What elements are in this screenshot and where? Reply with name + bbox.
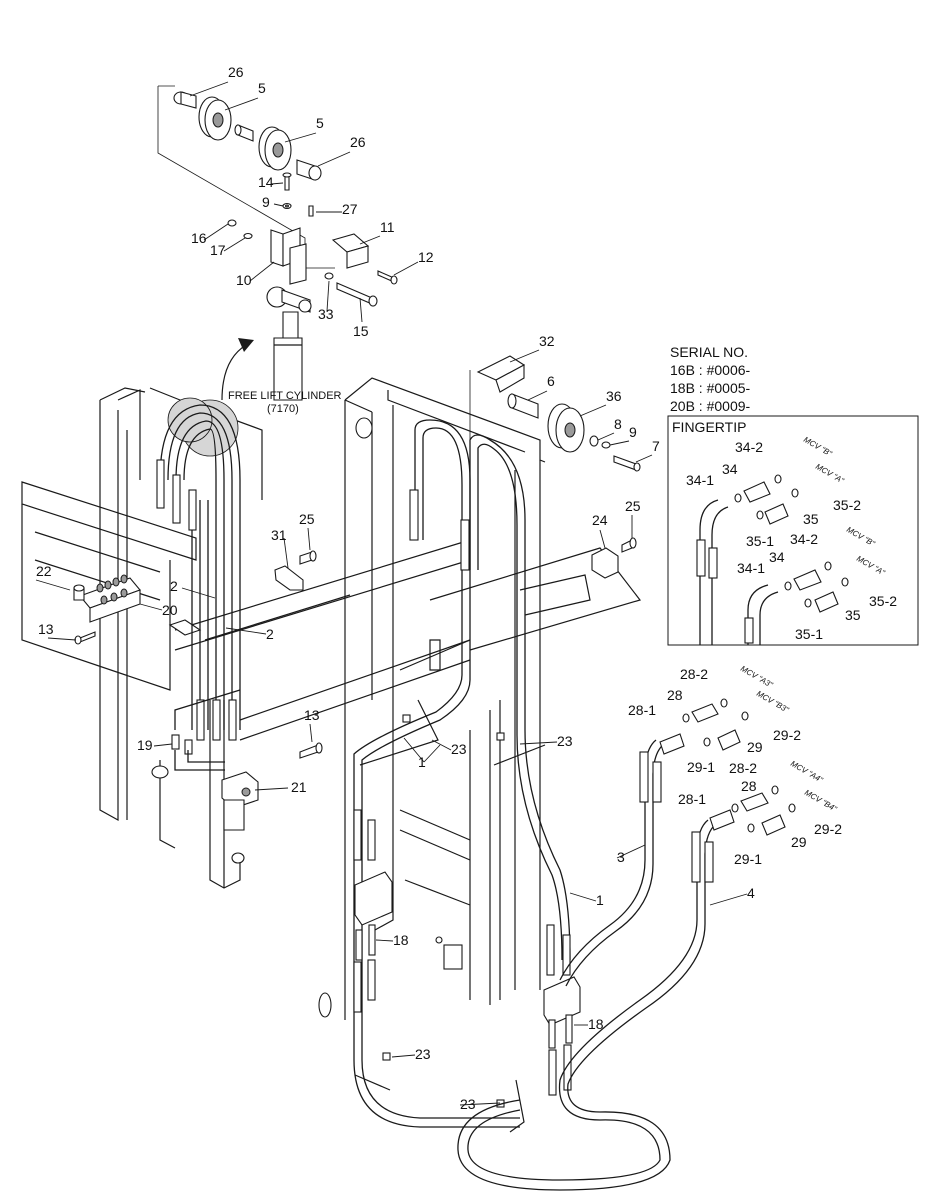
callout-c31: 31 <box>271 527 287 543</box>
mcv-label-m7: MCV "A4" <box>789 759 825 785</box>
fittings-28-29 <box>659 698 796 836</box>
serial-line-1: 16B : #0006- <box>670 362 751 378</box>
callout-c9b: 9 <box>629 424 637 440</box>
callout-c2b: 2 <box>266 626 274 642</box>
free-lift-label: FREE LIFT CYLINDER (7170) <box>228 390 342 415</box>
callout-c5b: 5 <box>316 115 324 131</box>
callout-c29-2b: 29-2 <box>814 821 842 837</box>
callout-c17: 17 <box>210 242 226 258</box>
callout-c28-1a: 28-1 <box>628 702 656 718</box>
callout-c14: 14 <box>258 174 274 190</box>
mcv-label-m6: MCV "B3" <box>755 689 791 715</box>
callout-c27: 27 <box>342 201 358 217</box>
mcv-label-m8: MCV "B4" <box>803 788 839 814</box>
callout-c35a: 35 <box>803 511 819 527</box>
left-mast-section <box>21 387 471 889</box>
callout-c2a: 2 <box>170 578 178 594</box>
callout-c34a: 34 <box>722 461 738 477</box>
callout-c18a: 18 <box>393 932 409 948</box>
callout-c16: 16 <box>191 230 207 246</box>
serial-number-block: SERIAL NO. 16B : #0006- 18B : #0005- 20B… <box>670 344 751 435</box>
callout-c11: 11 <box>380 219 395 235</box>
callout-c28-2a: 28-2 <box>680 666 708 682</box>
serial-line-2: 18B : #0005- <box>670 380 751 396</box>
hoses-3-4 <box>457 739 717 1191</box>
callout-c22: 22 <box>36 563 52 579</box>
callout-c21: 21 <box>291 779 307 795</box>
callout-c35b: 35 <box>845 607 861 623</box>
callout-c29a: 29 <box>747 739 763 755</box>
callout-c4: 4 <box>747 885 755 901</box>
callout-c33: 33 <box>318 306 334 322</box>
callout-c25b: 25 <box>625 498 641 514</box>
mcv-label-m5: MCV "A3" <box>739 664 775 690</box>
callout-c10: 10 <box>236 272 252 288</box>
callout-c7: 7 <box>652 438 660 454</box>
free-lift-sheave-assembly <box>157 85 398 401</box>
callout-c29-2a: 29-2 <box>773 727 801 743</box>
callout-c25a: 25 <box>299 511 315 527</box>
callout-c13a: 13 <box>38 621 54 637</box>
callout-c1b: 1 <box>596 892 604 908</box>
serial-line-3: 20B : #0009- <box>670 398 751 414</box>
manifold-fittings <box>96 574 128 605</box>
callout-c35-2a: 35-2 <box>833 497 861 513</box>
callout-c3: 3 <box>617 849 625 865</box>
free-lift-cylinder-title: FREE LIFT CYLINDER <box>228 390 342 402</box>
callout-c34-2a: 34-2 <box>735 439 763 455</box>
callout-c23a: 23 <box>451 741 467 757</box>
callout-c23d: 23 <box>460 1096 476 1112</box>
free-lift-cylinder-code: (7170) <box>267 403 299 415</box>
callout-c26a: 26 <box>228 64 244 80</box>
mast-lift-hoses <box>353 419 581 1133</box>
callout-c36: 36 <box>606 388 622 404</box>
callout-c28-1b: 28-1 <box>678 791 706 807</box>
callout-c23c: 23 <box>415 1046 431 1062</box>
callout-c35-2b: 35-2 <box>869 593 897 609</box>
callout-c8: 8 <box>614 416 622 432</box>
callout-c18b: 18 <box>588 1016 604 1032</box>
callout-c35-1b: 35-1 <box>795 626 823 642</box>
callout-c19: 19 <box>137 737 153 753</box>
callout-c29-1a: 29-1 <box>687 759 715 775</box>
left-lift-hoses <box>156 397 241 771</box>
callout-c1a: 1 <box>418 754 426 770</box>
callout-c15: 15 <box>353 323 369 339</box>
fingertip-title: FINGERTIP <box>672 419 746 435</box>
callout-c29b: 29 <box>791 834 807 850</box>
callout-c6: 6 <box>547 373 555 389</box>
callout-c20: 20 <box>162 602 178 618</box>
callout-c35-1a: 35-1 <box>746 533 774 549</box>
callout-c23b: 23 <box>557 733 573 749</box>
callout-c34-1b: 34-1 <box>737 560 765 576</box>
callout-c28b: 28 <box>741 778 757 794</box>
callout-c12: 12 <box>418 249 434 265</box>
callout-c34b: 34 <box>769 549 785 565</box>
fingertip-panel <box>667 415 919 646</box>
callout-c5a: 5 <box>258 80 266 96</box>
serial-title: SERIAL NO. <box>670 344 748 360</box>
callout-c32: 32 <box>539 333 555 349</box>
callout-c13b: 13 <box>304 707 320 723</box>
callout-c9a: 9 <box>262 194 270 210</box>
callout-c29-1b: 29-1 <box>734 851 762 867</box>
callout-c28a: 28 <box>667 687 683 703</box>
right-mast-section <box>318 355 642 1020</box>
leader-lines <box>35 81 748 1106</box>
callout-c28-2b: 28-2 <box>729 760 757 776</box>
callout-c26b: 26 <box>350 134 366 150</box>
callout-c34-1a: 34-1 <box>686 472 714 488</box>
callout-c34-2b: 34-2 <box>790 531 818 547</box>
callout-c24: 24 <box>592 512 608 528</box>
